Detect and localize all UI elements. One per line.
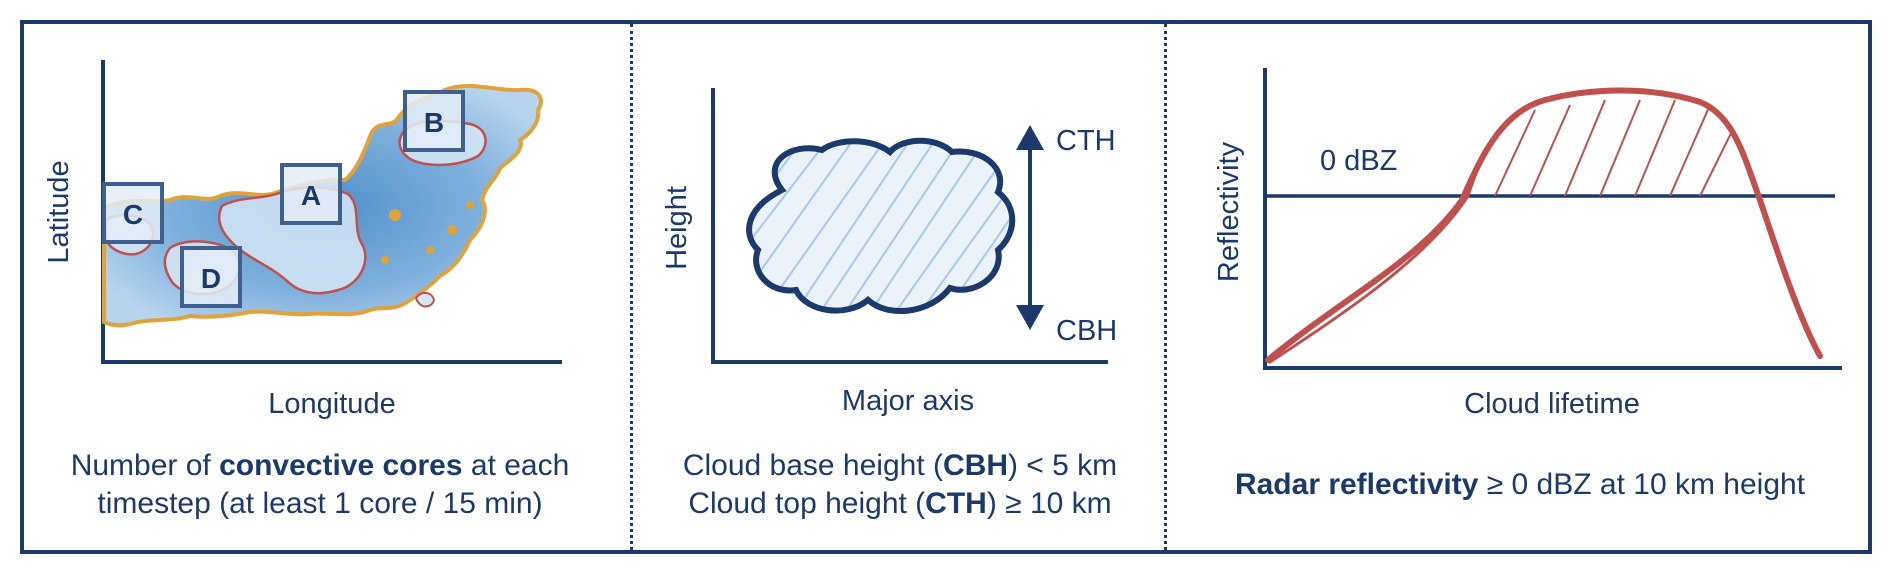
- caption2-pre2: Cloud top height (: [688, 487, 926, 520]
- panel3-y-label: Reflectivity: [1213, 141, 1245, 282]
- panel1-axes: [101, 60, 562, 364]
- caption2-bold1: CBH: [942, 449, 1008, 482]
- panel1-caption: Number of convective cores at each times…: [40, 447, 600, 523]
- panel3-caption: Radar reflectivity ≥ 0 dBZ at 10 km heig…: [1180, 466, 1860, 504]
- reflectivity-curve: [1265, 87, 1823, 363]
- caption3-rest: ≥ 0 dBZ at 10 km height: [1478, 468, 1806, 501]
- panel1-x-label: Longitude: [268, 388, 395, 420]
- height-arrow: [1016, 125, 1044, 330]
- divider-left: [630, 24, 633, 550]
- panel2-caption: Cloud base height (CBH) < 5 km Cloud top…: [640, 447, 1160, 523]
- reflectivity-curve-stroke2: [1268, 96, 1552, 364]
- cloud-shape: [746, 137, 1016, 314]
- panel1-y-label: Latitude: [43, 160, 75, 263]
- cth-label: CTH: [1056, 125, 1116, 157]
- caption3-bold: Radar reflectivity: [1234, 468, 1479, 501]
- box-a: A: [280, 163, 342, 225]
- panel3-axes: [1263, 68, 1842, 370]
- caption1-post: at each: [462, 449, 570, 482]
- box-c-label: C: [123, 199, 143, 230]
- box-c: C: [102, 182, 164, 244]
- caption1-pre: Number of: [70, 449, 220, 482]
- box-d-label: D: [201, 263, 221, 294]
- box-d: D: [180, 246, 242, 308]
- panel3-x-label: Cloud lifetime: [1464, 388, 1640, 420]
- box-b: B: [403, 90, 465, 152]
- figure-frame: [20, 20, 1872, 554]
- panel2-x-label: Major axis: [842, 385, 974, 417]
- core-outline-small: [414, 292, 436, 308]
- box-b-label: B: [424, 107, 444, 138]
- cell-dot: [447, 225, 457, 235]
- arrow-down-icon: [1016, 305, 1044, 330]
- panel2-y-label: Height: [661, 186, 693, 270]
- cell-dot: [466, 201, 474, 209]
- hatch-area: [1494, 99, 1741, 196]
- caption1-line2: timestep (at least 1 core / 15 min): [97, 487, 543, 520]
- caption2-pre1: Cloud base height (: [682, 449, 943, 482]
- threshold-label: 0 dBZ: [1320, 145, 1397, 177]
- divider-right: [1164, 24, 1167, 550]
- cell-dot: [426, 246, 434, 254]
- arrow-up-icon: [1016, 125, 1044, 150]
- panel2-axes: [711, 88, 1108, 364]
- cbh-label: CBH: [1056, 315, 1117, 347]
- cell-dot: [389, 209, 401, 221]
- caption1-bold: convective cores: [219, 449, 463, 482]
- caption2-post1: ) < 5 km: [1007, 449, 1118, 482]
- caption2-bold2: CTH: [925, 487, 987, 520]
- cell-dot: [381, 256, 389, 264]
- box-a-label: A: [301, 180, 321, 211]
- caption2-post2: ) ≥ 10 km: [986, 487, 1112, 520]
